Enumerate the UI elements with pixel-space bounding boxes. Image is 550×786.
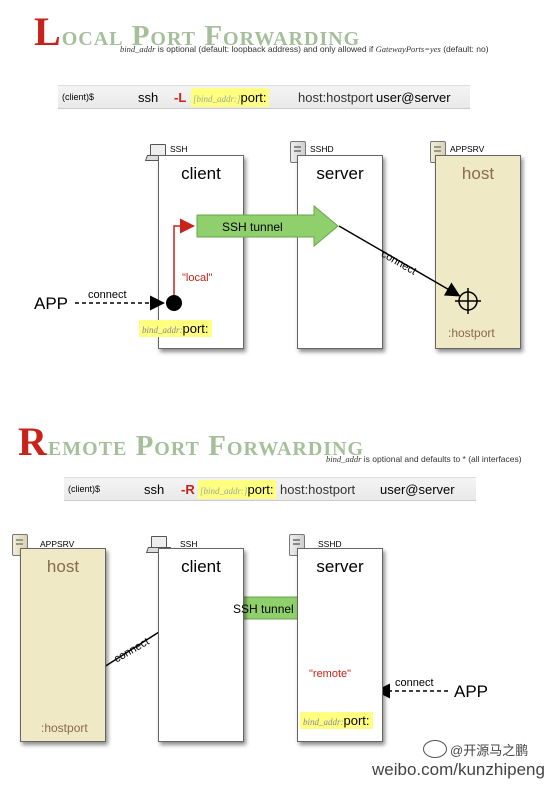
- remote-cmd-port: port:: [247, 482, 274, 497]
- remote-note: bind_addr is optional and defaults to * …: [326, 454, 522, 464]
- remote-cmd-hostport: host:hostport: [280, 482, 356, 497]
- watermark-handle: @开源马之鹏: [450, 743, 529, 758]
- local-cmd-bindport: [bind_addr:]port:: [191, 88, 269, 107]
- local-red-label: "local": [182, 272, 213, 284]
- local-cmd-ssh: ssh: [138, 90, 159, 105]
- local-note-gp: GatewayPorts=yes: [375, 44, 441, 54]
- local-note-end: (default: no): [440, 44, 489, 54]
- remote-tunnel-label: SSH tunnel: [233, 602, 294, 616]
- remote-host-box-label: host: [46, 557, 80, 576]
- local-cmd-bind: [bind_addr:]: [193, 94, 241, 104]
- local-bindport-bind: bind_addr:: [142, 325, 183, 335]
- local-note-mid: is optional (default: loopback address) …: [155, 44, 376, 54]
- local-listen-dot: [166, 295, 182, 311]
- remote-host-icon-label: APPSRV: [40, 539, 75, 549]
- local-host-box: host :hostport: [435, 155, 521, 349]
- remote-cmd-prompt: (client)$: [68, 484, 101, 494]
- remote-app-label: APP: [454, 682, 489, 701]
- local-title-initial: L: [34, 9, 62, 54]
- local-server-icon-label: SSHD: [310, 144, 334, 154]
- remote-server-box: server: [297, 548, 383, 742]
- local-title-rest: ocal Port Forwarding: [61, 20, 361, 52]
- local-target-icon: [455, 288, 481, 314]
- local-red-path: [173, 218, 195, 295]
- local-host-connect-line: [338, 225, 461, 297]
- local-cmd-flag: -L: [174, 90, 187, 105]
- remote-server-box-label: server: [316, 557, 364, 576]
- local-tunnel-arrow: [196, 204, 339, 248]
- local-client-box: client: [158, 155, 244, 349]
- remote-title-rest: emote Port Forwarding: [47, 430, 365, 462]
- local-note: bind_addr is optional (default: loopback…: [120, 44, 489, 54]
- local-client-box-label: client: [181, 164, 221, 183]
- local-bindport-port: port:: [182, 321, 209, 336]
- weibo-logo-icon: [423, 740, 447, 758]
- remote-bindport-port: port:: [343, 713, 370, 728]
- remote-note-bind: bind_addr: [326, 454, 362, 464]
- remote-cmd-userhost: user@server: [380, 482, 455, 497]
- remote-app-connect-label: connect: [395, 677, 434, 689]
- remote-cmd-bindport: [bind_addr:]port:: [198, 480, 276, 499]
- local-hostport-label: :hostport: [448, 326, 495, 340]
- remote-bindport-bind: bind_addr:: [303, 717, 344, 727]
- watermark-url: weibo.com/kunzhipeng: [372, 760, 545, 779]
- local-server-box: server: [297, 155, 383, 349]
- remote-host-box: host :hostport: [20, 548, 106, 742]
- local-app-connect-label: connect: [88, 289, 127, 301]
- remote-cmd-bind: [bind_addr:]: [200, 486, 248, 496]
- local-title: Local Port Forwarding: [34, 8, 360, 55]
- remote-hostport-label: :hostport: [41, 721, 88, 735]
- remote-note-rest: is optional and defaults to * (all inter…: [361, 454, 522, 464]
- local-host-box-label: host: [461, 164, 495, 183]
- local-cmd-hostport: host:hostport: [298, 90, 374, 105]
- local-tunnel-label: SSH tunnel: [222, 220, 283, 234]
- local-command-bar: (client)$ ssh -L [bind_addr:]port: host:…: [58, 85, 470, 109]
- local-cmd-userhost: user@server: [376, 90, 451, 105]
- local-bindport: bind_addr:port:: [139, 320, 212, 337]
- remote-client-box: client: [158, 548, 244, 742]
- remote-title-initial: R: [18, 419, 48, 464]
- remote-client-box-label: client: [181, 557, 221, 576]
- local-server-box-label: server: [316, 164, 364, 183]
- remote-command-bar: (client)$ ssh -R [bind_addr:]port: host:…: [64, 477, 476, 501]
- laptop-icon: [145, 536, 172, 554]
- local-cmd-prompt: (client)$: [62, 92, 95, 102]
- local-client-icon-label: SSH: [170, 144, 188, 154]
- local-host-icon-label: APPSRV: [450, 144, 485, 154]
- local-note-bind: bind_addr: [120, 44, 156, 54]
- remote-red-label: "remote": [309, 668, 352, 680]
- local-app-label: APP: [34, 294, 69, 313]
- remote-cmd-flag: -R: [181, 482, 195, 497]
- remote-client-icon-label: SSH: [180, 539, 198, 549]
- remote-cmd-ssh: ssh: [144, 482, 165, 497]
- remote-server-icon-label: SSHD: [318, 539, 342, 549]
- remote-title: Remote Port Forwarding: [18, 418, 364, 465]
- local-cmd-port: port:: [240, 90, 267, 105]
- remote-bindport: bind_addr:port:: [300, 712, 373, 729]
